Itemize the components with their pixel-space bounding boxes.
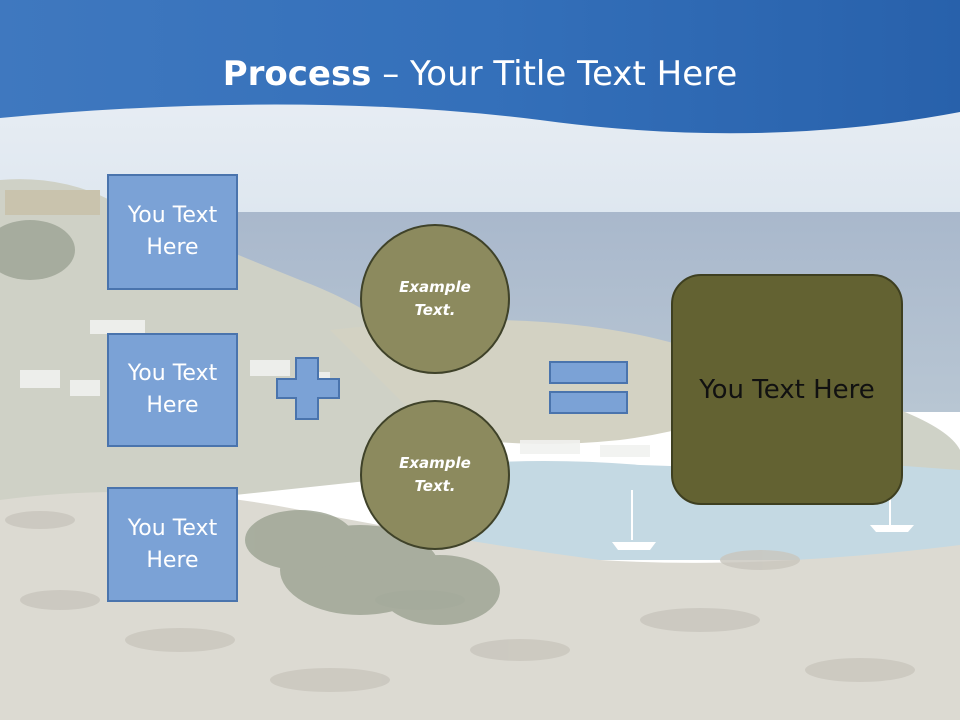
example-circle-1[interactable]: Example Text. bbox=[360, 224, 510, 374]
text-box-2-line1: You Text bbox=[127, 361, 218, 386]
text-box-1-line2: Here bbox=[146, 235, 199, 260]
circle-1-line2: Text. bbox=[414, 301, 456, 319]
text-box-2[interactable]: You Text Here bbox=[107, 333, 238, 447]
equals-bar-top bbox=[549, 361, 628, 384]
text-box-2-line2: Here bbox=[146, 393, 199, 418]
result-text: You Text Here bbox=[699, 374, 875, 405]
text-box-1[interactable]: You Text Here bbox=[107, 174, 238, 290]
equals-bar-bottom bbox=[549, 391, 628, 414]
text-box-3[interactable]: You Text Here bbox=[107, 487, 238, 602]
text-box-3-line2: Here bbox=[146, 547, 199, 573]
circle-2-line2: Text. bbox=[414, 477, 456, 495]
result-box[interactable]: You Text Here bbox=[671, 274, 903, 505]
plus-icon bbox=[276, 357, 340, 420]
example-circle-2[interactable]: Example Text. bbox=[360, 400, 510, 550]
title-rest: – Your Title Text Here bbox=[371, 54, 738, 94]
text-box-1-line1: You Text bbox=[127, 203, 218, 228]
title-bold: Process bbox=[222, 54, 372, 94]
text-box-3-line1: You Text bbox=[127, 515, 218, 541]
circle-2-line1: Example bbox=[399, 454, 471, 472]
slide-title: Process – Your Title Text Here bbox=[0, 50, 960, 98]
circle-1-line1: Example bbox=[399, 278, 471, 296]
